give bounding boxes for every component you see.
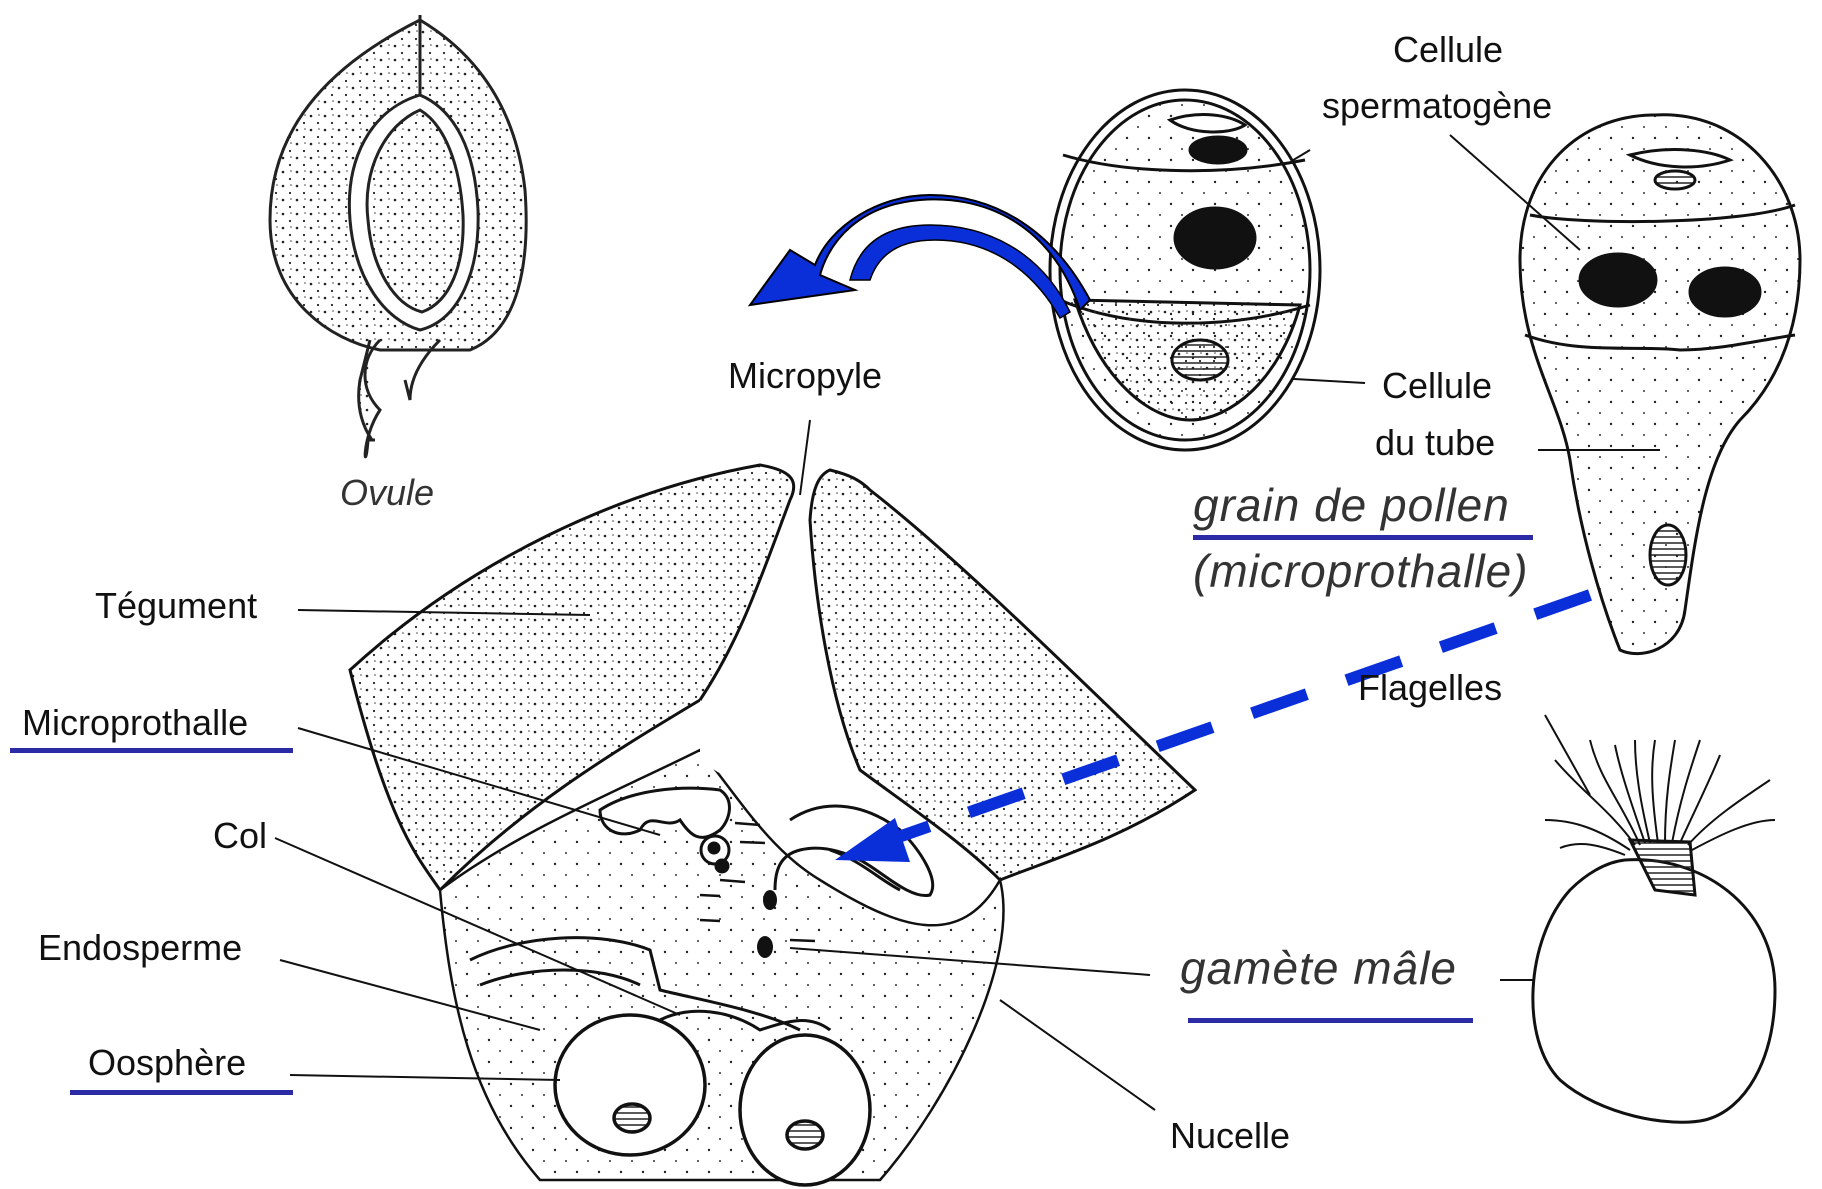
tegument-right <box>810 470 1195 880</box>
oosphere-right <box>740 1035 870 1185</box>
male-gamete-flagellated <box>1533 740 1775 1122</box>
flagelles-lines <box>1545 740 1775 855</box>
gamete-male-label: gamète mâle <box>1180 945 1457 991</box>
grain-pollen-label: grain de pollen <box>1193 482 1510 528</box>
cellule-tube-label-2: du tube <box>1375 425 1495 461</box>
gamete-male-underline <box>1188 1018 1473 1023</box>
blue-curved-arrow <box>750 195 1090 318</box>
micropyle-label: Micropyle <box>728 358 882 394</box>
oosphere-underline <box>70 1090 293 1095</box>
microprothalle-underline <box>10 748 293 753</box>
microprothalle-label: Microprothalle <box>22 705 248 741</box>
oosphere-left <box>555 1015 705 1155</box>
cellule-spermatogene-label-1: Cellule <box>1393 32 1503 68</box>
cellule-spermatogene-label-2: spermatogène <box>1322 88 1552 124</box>
col-label: Col <box>213 818 267 854</box>
pollen-grain-round <box>1050 90 1320 450</box>
tegument-label: Tégument <box>95 588 257 624</box>
flagelles-label: Flagelles <box>1358 670 1502 706</box>
nucelle-label: Nucelle <box>1170 1118 1290 1154</box>
cellule-tube-label-1: Cellule <box>1382 368 1492 404</box>
microprothalle-paren-label: (microprothalle) <box>1193 548 1529 594</box>
pollen-grain-tube <box>1520 115 1800 654</box>
endosperme-label: Endosperme <box>38 930 242 966</box>
ovule-label: Ovule <box>340 472 434 513</box>
grain-pollen-underline <box>1193 535 1533 540</box>
ovule-drawing <box>270 15 526 457</box>
oosphere-label: Oosphère <box>88 1045 246 1081</box>
